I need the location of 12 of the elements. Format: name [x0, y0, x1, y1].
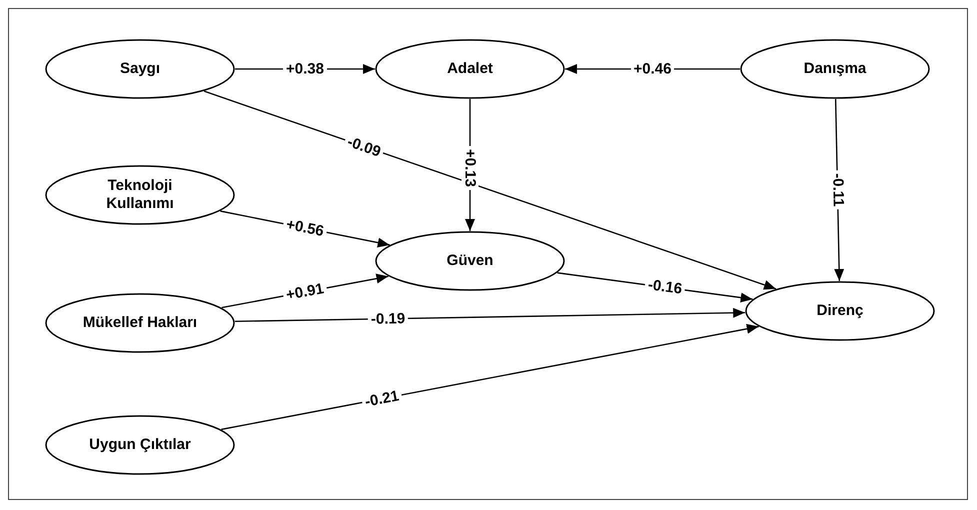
- arrow: [234, 308, 746, 322]
- arrow: [221, 324, 759, 430]
- node-label: Uygun Çıktılar: [89, 436, 191, 454]
- node-label: Saygı: [120, 60, 160, 78]
- node-label: Danışma: [804, 60, 866, 78]
- node-label: Mükellef Hakları: [82, 314, 198, 332]
- edge-label: +0.13: [462, 146, 478, 190]
- arrow: [204, 90, 776, 290]
- node-label: Güven: [446, 252, 494, 270]
- node-label: Teknoloji Kullanımı: [105, 177, 175, 213]
- node-label: Direnç: [816, 302, 864, 320]
- node-label: Adalet: [447, 60, 493, 78]
